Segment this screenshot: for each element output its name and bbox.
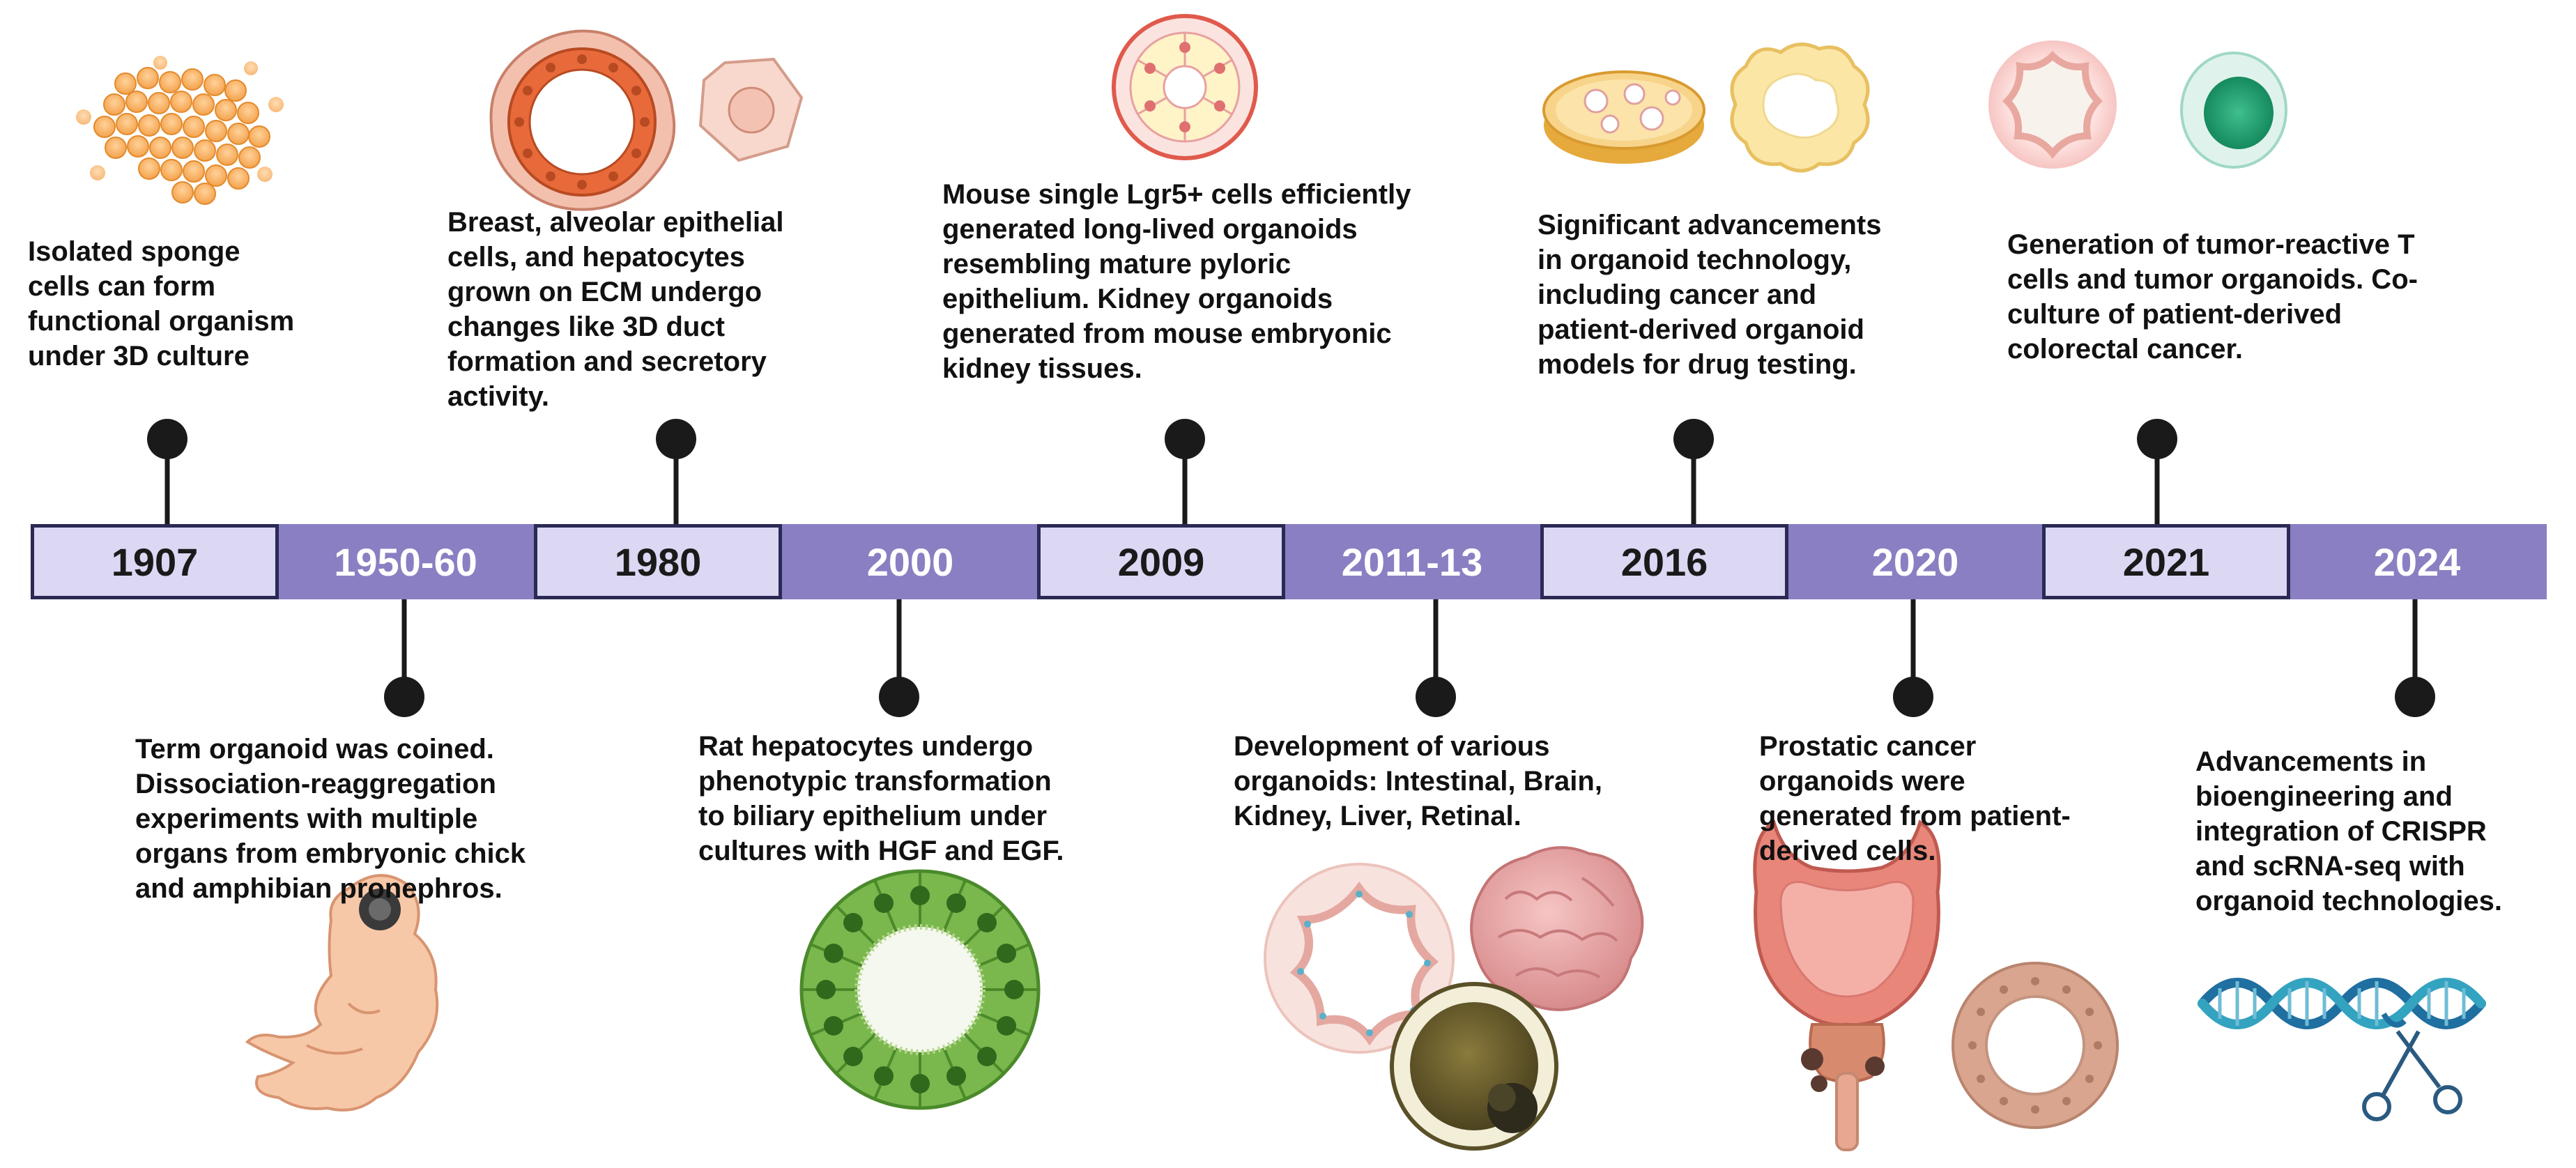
year-box-2009: 2009 — [1037, 524, 1285, 599]
dna-crispr-icon — [2198, 978, 2486, 1121]
year-box-2016: 2016 — [1540, 524, 1788, 599]
connector-dot-1907 — [147, 419, 187, 459]
connector-dot-2021 — [2137, 419, 2177, 459]
event-text-2024: Advancements in bioengineering and integ… — [2195, 746, 2503, 916]
connector-dot-2009 — [1165, 419, 1205, 459]
event-text-2016: Significant advancements in organoid tec… — [1538, 210, 1882, 380]
embryo-icon — [245, 874, 439, 1112]
connector-dot-2000 — [879, 677, 919, 717]
year-box-1950-60: 1950-60 — [282, 524, 530, 599]
event-text-2009: Mouse single Lgr5+ cells efficiently gen… — [942, 179, 1411, 384]
prostate-icon — [1753, 820, 1941, 1151]
t-cell-organoid-icon — [1988, 40, 2117, 169]
event-text-2000: Rat hepatocytes undergo phenotypic trans… — [698, 731, 1064, 866]
brain-organoid-icon — [1470, 846, 1644, 1011]
year-box-2011-13: 2011-13 — [1288, 524, 1536, 599]
cancer-organoid-icon — [1730, 43, 1870, 173]
connector-dot-2024 — [2395, 677, 2435, 717]
intestinal-organoid-icon — [1264, 863, 1455, 1054]
event-text-1907: Isolated sponge cells can form functiona… — [28, 236, 295, 371]
connector-dot-1980 — [656, 419, 696, 459]
sponge-cells-icon — [76, 56, 284, 205]
year-box-2024: 2024 — [2293, 524, 2541, 599]
year-box-1980: 1980 — [534, 524, 782, 599]
connector-dot-2011-13 — [1416, 677, 1456, 717]
year-box-2021: 2021 — [2042, 524, 2290, 599]
hepatocyte-cell-icon — [698, 57, 804, 162]
connector-dot-2020 — [1893, 677, 1933, 717]
biliary-organoid-icon — [799, 869, 1041, 1110]
connector-dot-1950-60 — [384, 677, 424, 717]
petri-dish-icon — [1542, 70, 1705, 164]
lgr5-organoid-icon — [1112, 14, 1258, 160]
year-box-2020: 2020 — [1791, 524, 2039, 599]
year-box-1907: 1907 — [31, 524, 279, 599]
year-box-2000: 2000 — [786, 524, 1034, 599]
event-text-2021: Generation of tumor-reactive T cells and… — [2007, 229, 2418, 364]
event-text-2011-13: Development of various organoids: Intest… — [1234, 731, 1602, 831]
prostate-organoid-icon — [1952, 962, 2119, 1129]
event-text-1980: Breast, alveolar epithelial cells, and h… — [447, 207, 784, 412]
liver-organoid-icon — [1390, 982, 1558, 1151]
event-text-2020: Prostatic cancer organoids were generate… — [1759, 731, 2071, 866]
epithelial-ring-icon — [489, 29, 676, 211]
event-text-1950-60: Term organoid was coined. Dissociation-r… — [135, 734, 526, 904]
tumor-organoid-icon — [2180, 52, 2287, 169]
connector-dot-2016 — [1673, 419, 1714, 459]
